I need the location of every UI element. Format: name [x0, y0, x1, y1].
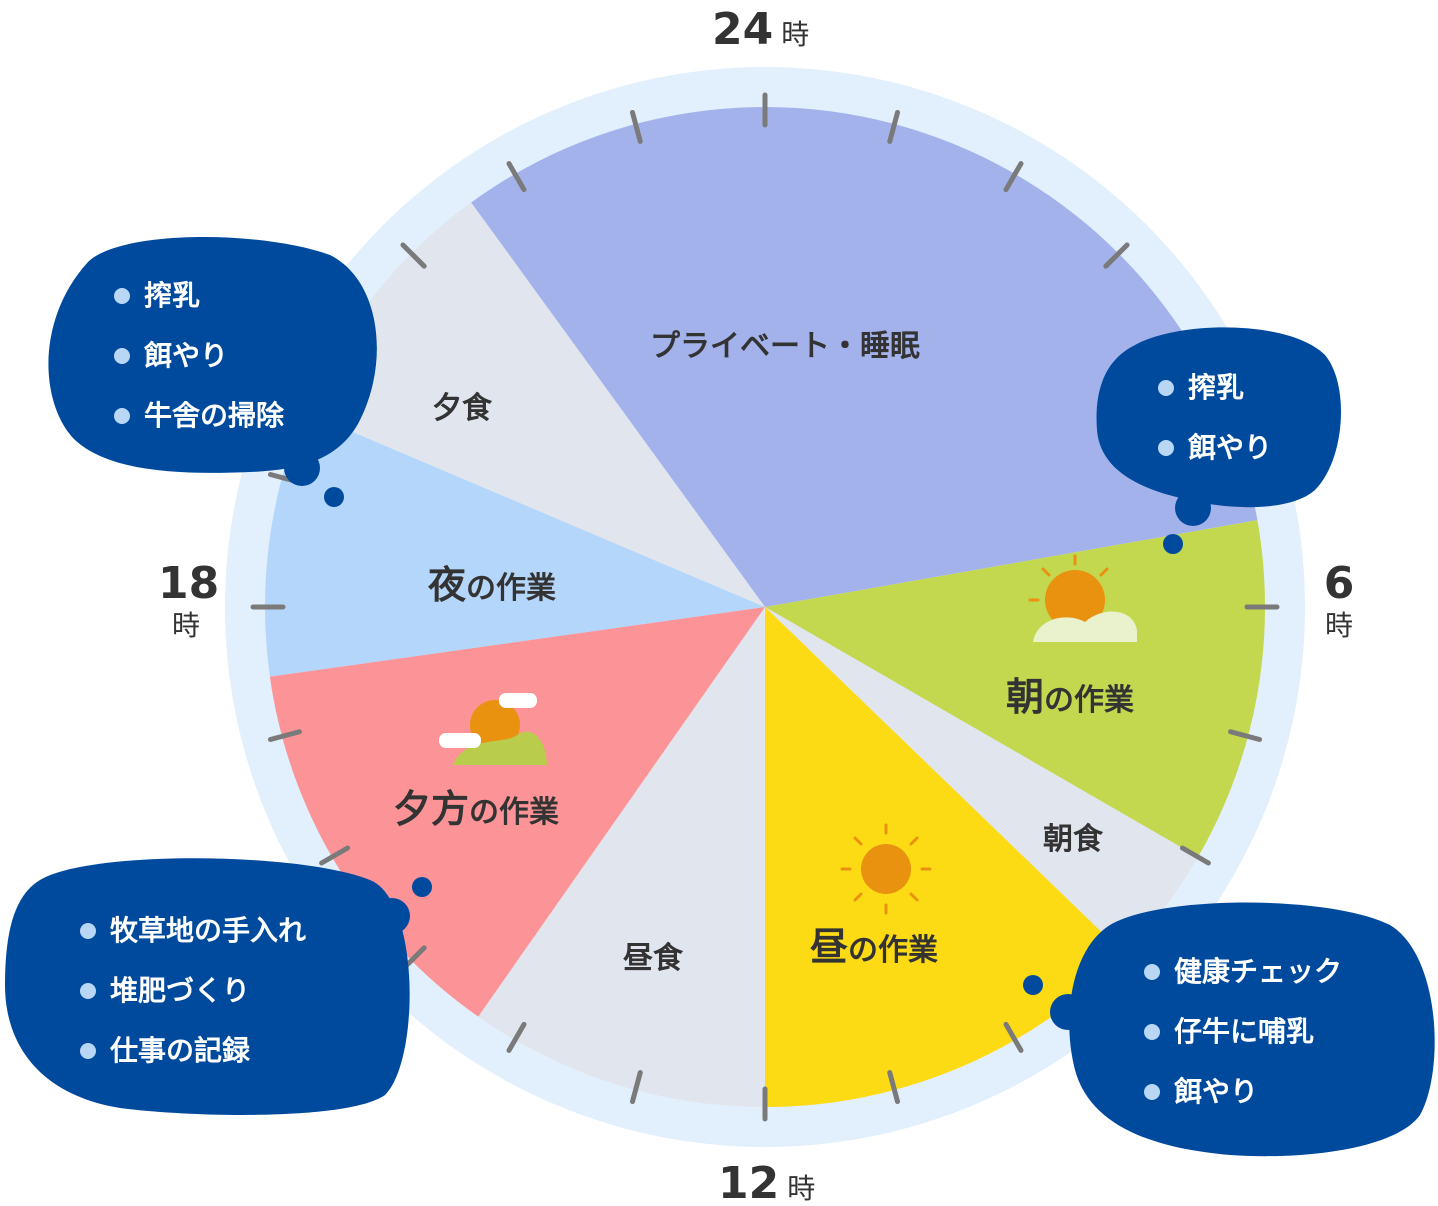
- wedge-night: [265, 411, 765, 677]
- bullet-dot: [1158, 380, 1174, 396]
- task-list-day: 健康チェック 仔牛に哺乳 餌やり: [1144, 942, 1342, 1122]
- task-text: 牧草地の手入れ: [110, 914, 307, 947]
- hour-tick: [1228, 729, 1263, 743]
- task-text: 仔牛に哺乳: [1174, 1015, 1315, 1048]
- hour-unit: 時: [171, 609, 200, 642]
- task-item: 餌やり: [114, 326, 284, 386]
- wedge-morning: [765, 520, 1266, 857]
- hour-unit: 時: [1324, 609, 1353, 642]
- task-item: 搾乳: [1158, 358, 1272, 418]
- wedge-lunch: [478, 607, 765, 1107]
- label-morning-work: 朝の作業: [1006, 678, 1134, 716]
- label-night-rest: の作業: [466, 571, 557, 606]
- bubble-evening: [5, 858, 432, 1115]
- bullet-dot: [1144, 1084, 1160, 1100]
- hour-unit: 時: [781, 18, 810, 51]
- label-morning-big: 朝: [1006, 675, 1045, 719]
- task-text: 餌やり: [1174, 1075, 1259, 1108]
- hour-number: 12: [718, 1158, 780, 1206]
- bubble-day: [1023, 902, 1435, 1157]
- label-breakfast: 朝食: [1043, 822, 1103, 857]
- hour-tick: [400, 242, 427, 269]
- bullet-dot: [1158, 440, 1174, 456]
- task-item: 牛舎の掃除: [114, 386, 284, 446]
- label-day-work: 昼の作業: [810, 928, 938, 966]
- label-private-sleep: プライベート・睡眠: [650, 329, 920, 364]
- bullet-dot: [1144, 964, 1160, 980]
- task-text: 堆肥づくり: [110, 974, 251, 1007]
- bubble-night: [48, 237, 377, 507]
- hour-tick: [267, 729, 302, 743]
- task-list-night: 搾乳 餌やり 牛舎の掃除: [114, 266, 284, 446]
- wedge-private: [471, 107, 1258, 608]
- bullet-dot: [114, 288, 130, 304]
- hour-number: 24: [712, 4, 774, 55]
- bullet-dot: [1144, 1024, 1160, 1040]
- task-item: 搾乳: [114, 266, 284, 326]
- bubble-morning: [1096, 327, 1342, 554]
- label-lunch: 昼食: [623, 941, 683, 976]
- hour-number: 18: [158, 558, 220, 609]
- task-item: 堆肥づくり: [80, 961, 306, 1021]
- task-text: 搾乳: [144, 279, 201, 312]
- task-text: 搾乳: [1188, 371, 1245, 404]
- task-item: 仔牛に哺乳: [1144, 1002, 1342, 1062]
- task-text: 牛舎の掃除: [144, 399, 285, 432]
- task-item: 仕事の記録: [80, 1021, 306, 1081]
- bullet-dot: [114, 348, 130, 364]
- task-item: 餌やり: [1144, 1062, 1342, 1122]
- bullet-dot: [114, 408, 130, 424]
- hour-tick: [1003, 161, 1024, 193]
- sunset-icon: [439, 693, 547, 765]
- sun-icon: [840, 823, 932, 915]
- bullet-dot: [80, 923, 96, 939]
- task-text: 仕事の記録: [110, 1034, 251, 1067]
- label-evening-big: 夕方: [393, 787, 470, 831]
- label-night-big: 夜: [428, 563, 467, 607]
- wedge-dinner: [304, 202, 765, 607]
- label-morning-rest: の作業: [1044, 683, 1135, 718]
- task-text: 餌やり: [1188, 431, 1273, 464]
- hour-tick: [1179, 845, 1211, 866]
- hour-tick: [629, 1070, 643, 1105]
- hour-tick: [1003, 1021, 1024, 1053]
- label-day-rest: の作業: [848, 933, 939, 968]
- hour-tick: [506, 161, 527, 193]
- task-list-evening: 牧草地の手入れ 堆肥づくり 仕事の記録: [80, 901, 306, 1081]
- bullet-dot: [80, 1043, 96, 1059]
- task-item: 健康チェック: [1144, 942, 1342, 1002]
- task-item: 牧草地の手入れ: [80, 901, 306, 961]
- sunrise-icon: [1028, 554, 1137, 642]
- label-evening-work: 夕方の作業: [393, 790, 559, 828]
- task-text: 餌やり: [144, 339, 229, 372]
- wedge-breakfast: [765, 607, 1199, 955]
- task-list-morning: 搾乳 餌やり: [1158, 358, 1272, 478]
- hour-tick: [887, 109, 901, 144]
- task-text: 健康チェック: [1174, 955, 1343, 988]
- label-night-work: 夜の作業: [428, 566, 556, 604]
- label-evening-rest: の作業: [469, 795, 560, 830]
- hour-tick: [887, 1070, 901, 1105]
- bullet-dot: [80, 983, 96, 999]
- hour-number: 6: [1323, 558, 1355, 609]
- hour-unit: 時: [787, 1172, 816, 1205]
- hour-tick: [506, 1021, 527, 1053]
- hour-tick: [1103, 242, 1130, 269]
- hour-tick: [629, 109, 643, 144]
- task-item: 餌やり: [1158, 418, 1272, 478]
- label-dinner: 夕食: [432, 391, 492, 426]
- hour-tick: [319, 845, 351, 866]
- label-day-big: 昼: [810, 925, 849, 969]
